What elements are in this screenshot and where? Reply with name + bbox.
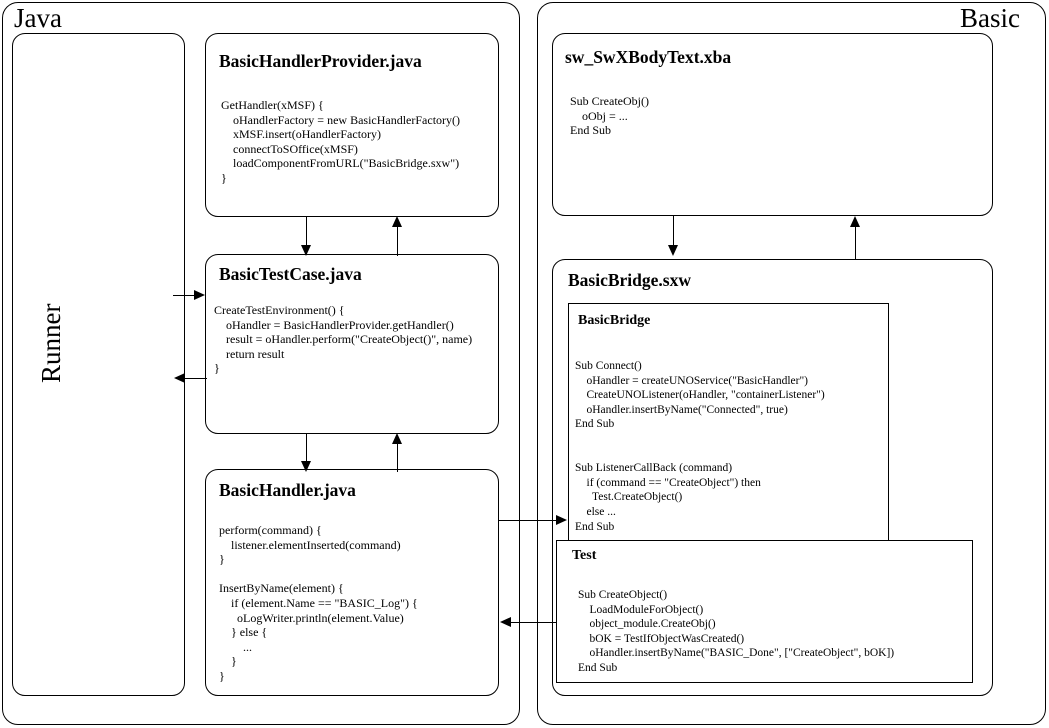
connector-runner-to-testcase-arrowhead	[194, 290, 205, 300]
connector-provider-to-testcase-arrowhead	[301, 245, 311, 256]
node-sw-swxbodytext[interactable]	[552, 33, 993, 216]
node-basic-handler-provider[interactable]	[205, 33, 499, 217]
connector-bridge-to-bodytext-arrowhead	[850, 216, 860, 227]
connector-handler-to-bridgemodule-arrowhead	[556, 515, 567, 525]
node-basic-test-case-code: CreateTestEnvironment() { oHandler = Bas…	[214, 303, 473, 376]
connector-bodytext-to-bridge-line	[673, 216, 674, 249]
node-runner[interactable]	[12, 33, 185, 696]
module-basic-bridge-title: BasicBridge	[578, 313, 651, 328]
node-basic-test-case-title: BasicTestCase.java	[219, 264, 362, 284]
module-test[interactable]	[556, 540, 973, 683]
node-basic-bridge-sxw-title: BasicBridge.sxw	[568, 270, 691, 290]
connector-handler-to-bridgemodule-line	[499, 520, 557, 521]
panel-basic	[537, 2, 1046, 725]
connector-testmodule-to-handler-arrowhead	[500, 617, 511, 627]
connector-handler-to-testcase-arrowhead	[392, 433, 402, 444]
connector-handler-to-testcase-line	[397, 443, 398, 472]
node-basic-handler-provider-code: GetHandler(xMSF) { oHandlerFactory = new…	[221, 98, 461, 185]
connector-testmodule-to-handler-line	[510, 622, 557, 623]
connector-testcase-to-runner-line	[184, 378, 207, 379]
connector-bodytext-to-bridge-arrowhead	[668, 245, 678, 256]
node-basic-handler[interactable]	[205, 469, 499, 696]
module-basic-bridge-code: Sub Connect() oHandler = createUNOServic…	[575, 360, 825, 533]
node-basic-handler-code: perform(command) { listener.elementInser…	[219, 523, 418, 683]
runner-label: Runner	[36, 303, 66, 383]
panel-java-title: Java	[14, 3, 62, 33]
node-basic-test-case[interactable]	[205, 254, 499, 434]
module-basic-bridge[interactable]	[568, 303, 889, 541]
connector-bridge-to-bodytext-line	[855, 226, 856, 259]
connector-testcase-to-handler-arrowhead	[301, 461, 311, 472]
panel-java	[2, 2, 520, 725]
module-test-title: Test	[572, 548, 597, 563]
connector-testcase-to-provider-arrowhead	[392, 216, 402, 227]
connector-runner-to-testcase-line	[173, 295, 197, 296]
node-sw-swxbodytext-code: Sub CreateObj() oObj = ... End Sub	[570, 94, 649, 138]
connector-testcase-to-provider-line	[397, 226, 398, 256]
connector-testcase-to-runner-arrowhead	[174, 373, 185, 383]
connector-testcase-to-handler-line	[306, 434, 307, 465]
node-sw-swxbodytext-title: sw_SwXBodyText.xba	[565, 47, 732, 67]
module-test-code: Sub CreateObject() LoadModuleForObject()…	[578, 589, 895, 674]
node-basic-handler-title: BasicHandler.java	[219, 480, 356, 500]
node-basic-handler-provider-title: BasicHandlerProvider.java	[219, 51, 422, 71]
panel-basic-title: Basic	[960, 3, 1020, 33]
connector-provider-to-testcase-line	[306, 217, 307, 249]
